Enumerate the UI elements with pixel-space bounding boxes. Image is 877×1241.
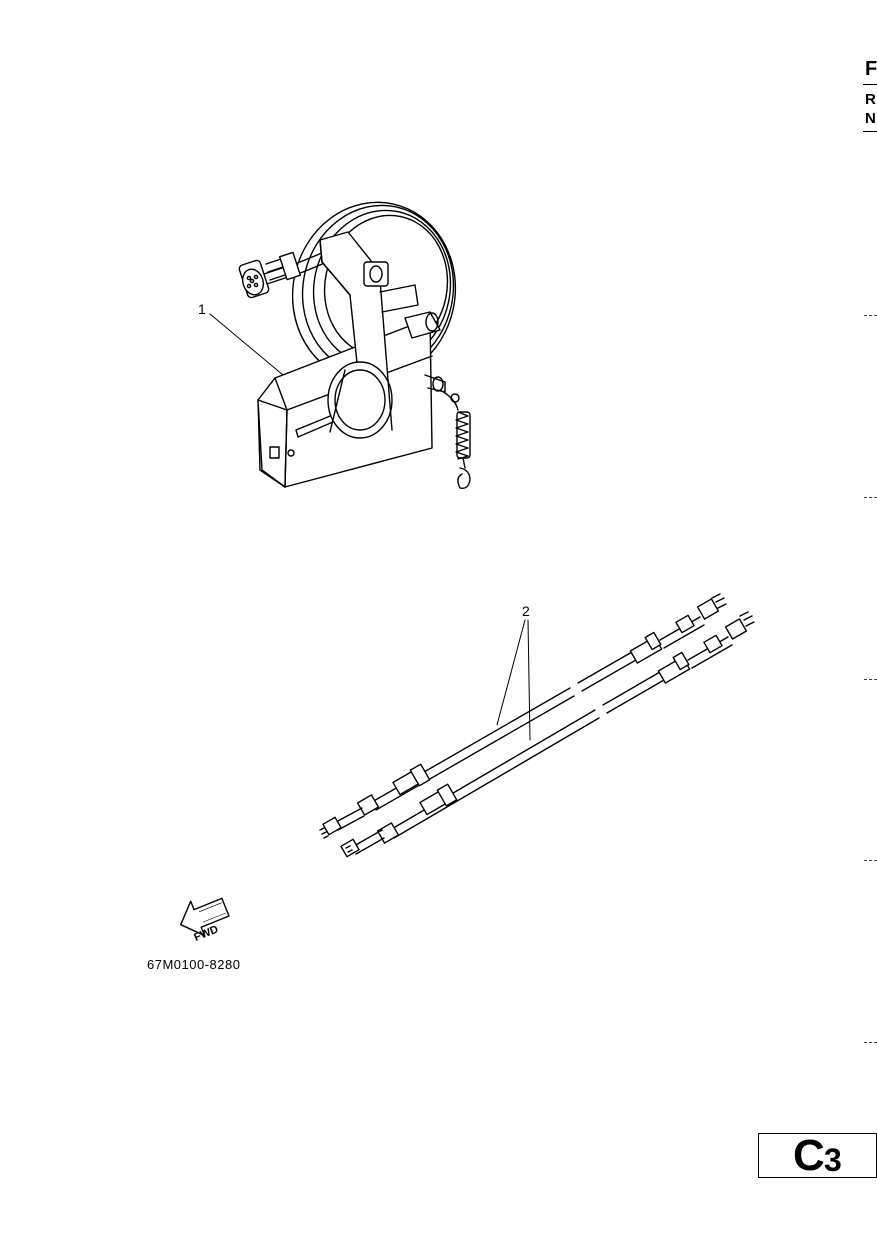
- edge-tick: [864, 860, 877, 861]
- header-letter-f: F: [865, 58, 877, 80]
- callout-2: 2: [522, 603, 530, 619]
- edge-tick: [864, 497, 877, 498]
- edge-tick: [864, 1042, 877, 1043]
- control-cables-illustration: [319, 593, 755, 858]
- leader-line-1: [209, 313, 284, 376]
- callout-1: 1: [198, 301, 206, 317]
- remote-control-box-illustration: [238, 201, 471, 490]
- edge-tick: [864, 679, 877, 680]
- leader-line-2a: [496, 619, 526, 726]
- page-id-number: 3: [824, 1142, 842, 1178]
- header-divider: [863, 84, 877, 85]
- header-letter-r: R: [865, 91, 876, 108]
- part-code: 67M0100-8280: [147, 957, 241, 972]
- fwd-direction-arrow-icon: [180, 897, 230, 937]
- header-letter-n: N: [865, 110, 876, 127]
- header-divider-lower: [863, 131, 877, 132]
- leader-line-2b: [527, 619, 531, 741]
- edge-tick: [864, 315, 877, 316]
- page-id-letter: C: [793, 1131, 825, 1180]
